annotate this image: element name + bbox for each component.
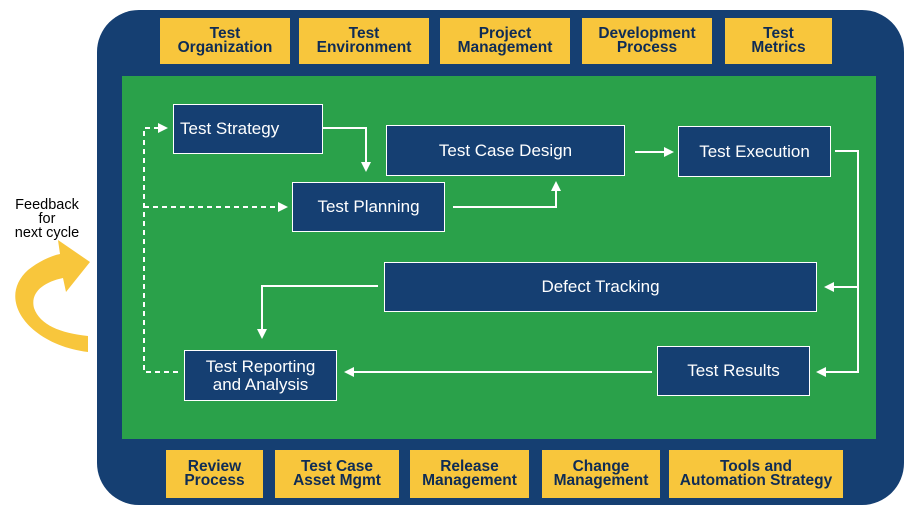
node-test-strategy: Test Strategy — [173, 104, 323, 154]
box-release-management: Release Management — [410, 450, 529, 498]
box-tools-automation-strategy: Tools and Automation Strategy — [669, 450, 843, 498]
box-test-organization: Test Organization — [160, 18, 290, 64]
node-test-case-design: Test Case Design — [386, 125, 625, 176]
box-test-case-asset-mgmt: Test Case Asset Mgmt — [275, 450, 399, 498]
box-change-management: Change Management — [542, 450, 660, 498]
arrow-strategy-to-planning — [323, 127, 371, 172]
box-project-management: Project Management — [440, 18, 570, 64]
node-defect-tracking: Defect Tracking — [384, 262, 817, 312]
arrow-planning-to-design — [453, 181, 561, 208]
node-test-execution: Test Execution — [678, 126, 831, 177]
node-test-reporting-analysis: Test Reporting and Analysis — [184, 350, 337, 401]
node-test-planning: Test Planning — [292, 182, 445, 232]
box-development-process: Development Process — [582, 18, 712, 64]
box-review-process: Review Process — [166, 450, 263, 498]
arrow-defect-to-reporting — [257, 285, 378, 339]
arrow-execution-to-results — [816, 150, 859, 377]
box-test-metrics: Test Metrics — [725, 18, 832, 64]
feedback-label: Feedback for next cycle — [14, 197, 80, 241]
node-test-results: Test Results — [657, 346, 810, 396]
box-test-environment: Test Environment — [299, 18, 429, 64]
arrow-feedback-to-strategy — [143, 123, 178, 373]
feedback-curved-arrow — [15, 240, 90, 352]
